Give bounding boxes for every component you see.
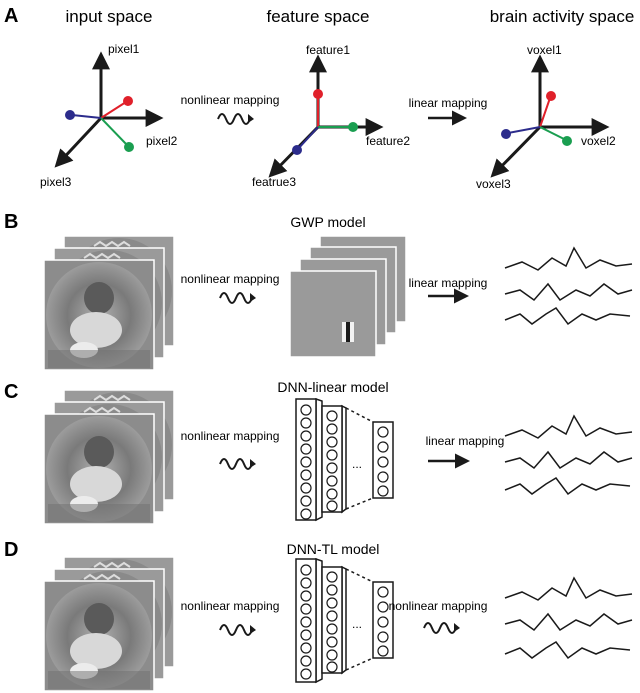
- panel-d-letter: D: [4, 539, 18, 561]
- dnn-network: [295, 557, 394, 684]
- dnn-tl-model-title: DNN-TL model: [287, 541, 380, 557]
- panel-d-mapping1-label: nonlinear mapping: [181, 599, 280, 613]
- axis-label-pixel1: pixel1: [108, 42, 140, 56]
- panel-d-mapping2-label: nonlinear mapping: [389, 599, 488, 613]
- axis-label-featrue3: featrue3: [252, 175, 296, 189]
- voxel-response-traces: [504, 576, 633, 660]
- green-point: [348, 122, 358, 132]
- voxel-response-traces: [504, 246, 633, 326]
- green-point: [562, 136, 572, 146]
- axis-label-feature1: feature1: [306, 43, 350, 57]
- red-point: [313, 89, 323, 99]
- wiggle-arrow-icon: [219, 624, 257, 636]
- gabor-filter-stack: [289, 235, 407, 358]
- axis-label-feature2: feature2: [366, 134, 410, 148]
- gwp-model-title: GWP model: [290, 214, 365, 230]
- image-stack: [43, 556, 175, 692]
- panel-b-mapping1-label: nonlinear mapping: [181, 272, 280, 286]
- panel-c-letter: C: [4, 381, 18, 403]
- brain-space-axes: [490, 54, 610, 178]
- axis-label-voxel3: voxel3: [476, 177, 511, 191]
- dnn-network: [295, 397, 394, 522]
- blue-point: [65, 110, 75, 120]
- panel-a-letter: A: [4, 5, 18, 27]
- image-stack: [43, 235, 175, 371]
- red-point: [546, 91, 556, 101]
- axis-label-pixel3: pixel3: [40, 175, 72, 189]
- panel-c-mapping2-label: linear mapping: [426, 434, 505, 448]
- panel-b-mapping2-label: linear mapping: [409, 276, 488, 290]
- green-point: [124, 142, 134, 152]
- image-stack: [43, 389, 175, 525]
- blue-point: [501, 129, 511, 139]
- voxel-response-traces: [504, 414, 633, 496]
- dnn-linear-model-title: DNN-linear model: [277, 379, 388, 395]
- red-point: [123, 96, 133, 106]
- wiggle-arrow-icon: [219, 458, 257, 470]
- ellipsis: ...: [352, 617, 362, 631]
- feature-space-axes: [268, 54, 384, 178]
- wiggle-arrow-icon: [219, 292, 257, 304]
- brain-space-title: brain activity space: [490, 7, 635, 26]
- wiggle-arrow-icon: [217, 113, 255, 125]
- blue-point: [292, 145, 302, 155]
- input-space-axes: [54, 51, 164, 168]
- input-space-title: input space: [66, 7, 153, 26]
- axis-label-voxel1: voxel1: [527, 43, 562, 57]
- panel-a-mapping2-label: linear mapping: [409, 96, 488, 110]
- panel-a-mapping1-label: nonlinear mapping: [181, 93, 280, 107]
- ellipsis: ...: [352, 457, 362, 471]
- panel-b-letter: B: [4, 211, 18, 233]
- axis-label-pixel2: pixel2: [146, 134, 178, 148]
- axis-label-voxel2: voxel2: [581, 134, 616, 148]
- panel-c-mapping1-label: nonlinear mapping: [181, 429, 280, 443]
- wiggle-arrow-icon: [423, 622, 461, 634]
- feature-space-title: feature space: [266, 7, 369, 26]
